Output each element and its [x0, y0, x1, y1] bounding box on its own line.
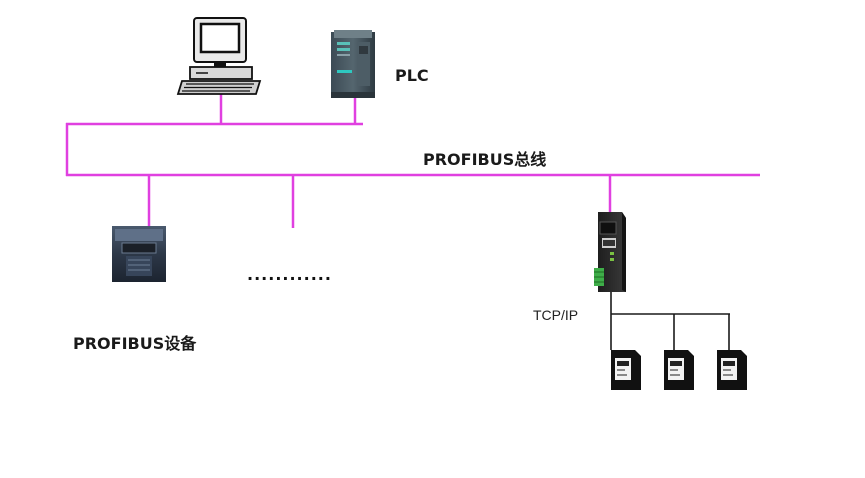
more-devices-ellipsis: ............	[247, 265, 332, 284]
drive-device-icon	[112, 226, 166, 282]
gateway-device-icon	[594, 212, 626, 292]
plc-label: PLC	[395, 66, 429, 85]
computer-workstation-icon	[176, 17, 262, 95]
drive-device-icon	[664, 350, 694, 390]
profibus-bus	[65, 92, 760, 228]
profibus-devices-label: PROFIBUS设备	[73, 334, 197, 353]
tcp-device-3	[717, 350, 747, 390]
tcp-ip-network	[610, 289, 730, 350]
drive-device-icon	[611, 350, 641, 390]
tcp-ip-label: TCP/IP	[533, 307, 579, 323]
tcp-device-1	[611, 350, 641, 390]
profibus-bus-label: PROFIBUS总线	[423, 150, 547, 169]
drive-device-icon	[717, 350, 747, 390]
tcp-device-2	[664, 350, 694, 390]
plc-module-icon	[331, 30, 375, 98]
